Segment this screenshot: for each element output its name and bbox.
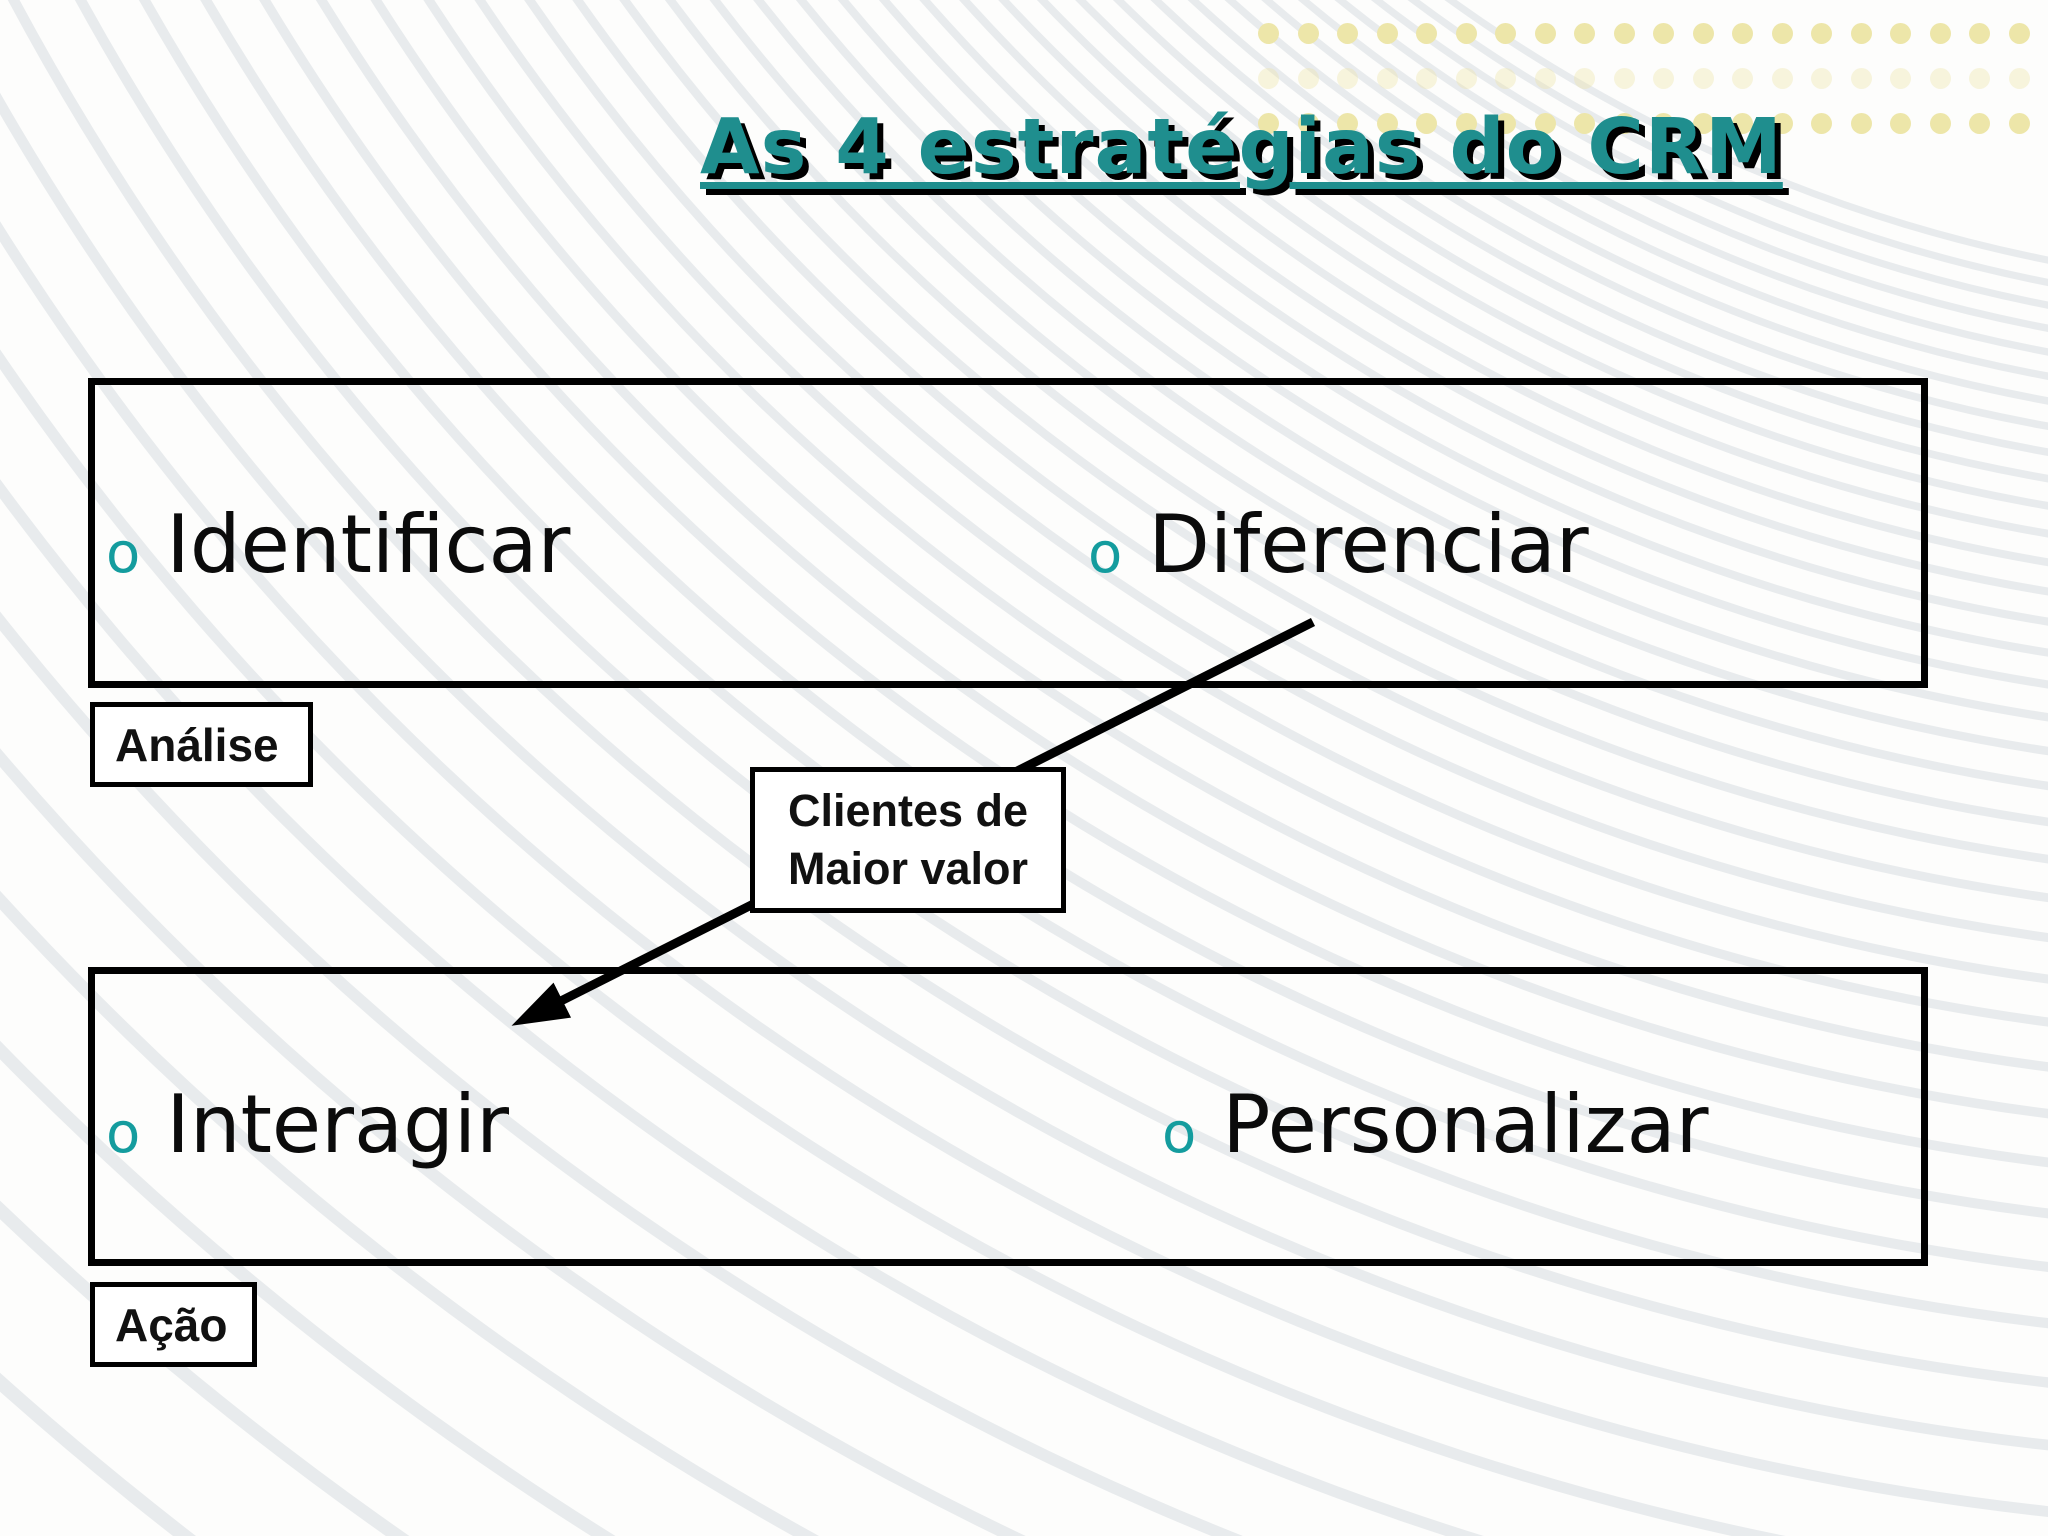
item-label: Personalizar — [1222, 1078, 1709, 1171]
annotation-line2: Maior valor — [787, 843, 1029, 894]
bullet-item-personalizar: o Personalizar — [1162, 1085, 1708, 1165]
annotation-line1: Clientes de — [787, 785, 1029, 837]
bullet-item-identificar: o Identificar — [106, 505, 570, 585]
analysis-tag: Análise — [90, 702, 313, 787]
bullet-marker: o — [106, 1101, 141, 1166]
page-title: As 4 estratégias do CRM — [700, 103, 1783, 192]
clientes-annotation: Clientes de Maior valor — [750, 767, 1066, 913]
bullet-marker: o — [106, 521, 141, 586]
bullet-marker: o — [1162, 1101, 1197, 1166]
bullet-marker: o — [1088, 521, 1123, 586]
item-label: Diferenciar — [1148, 498, 1589, 591]
item-label: Interagir — [166, 1078, 509, 1171]
bullet-item-diferenciar: o Diferenciar — [1088, 505, 1589, 585]
bullet-item-interagir: o Interagir — [106, 1085, 509, 1165]
action-tag: Ação — [90, 1282, 257, 1367]
item-label: Identificar — [166, 498, 571, 591]
